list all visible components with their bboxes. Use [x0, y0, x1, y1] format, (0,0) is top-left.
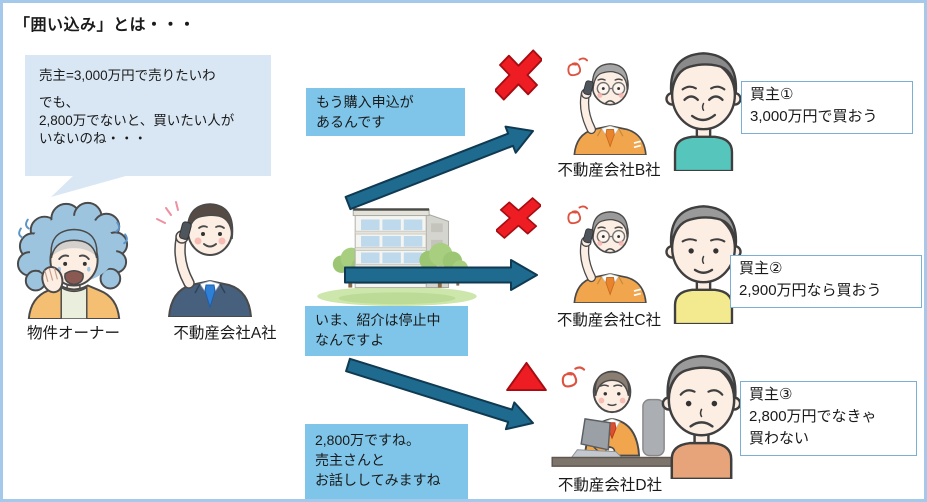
apartment-building-illustration	[317, 208, 477, 307]
callout-will-talk-to-seller: 2,800万ですね。 売主さんと お話ししてみますね	[305, 424, 468, 499]
property-owner-illustration	[16, 201, 129, 319]
agent-a-label: 不動産会社A社	[173, 325, 277, 342]
page-title: 「囲い込み」とは・・・	[14, 17, 196, 34]
reject-x-icon-c	[496, 197, 541, 239]
callout-line: いま、紹介は停止中	[315, 312, 441, 328]
confusion-squiggle-icon	[567, 205, 589, 225]
callout-line: なんですよ	[315, 332, 385, 348]
callout-line: 2,800万ですね。	[315, 432, 421, 448]
callout-line: お話ししてみますね	[315, 472, 441, 488]
agent-c-illustration	[567, 205, 647, 303]
buyer-2-note: 買主② 2,900万円なら買おう	[730, 255, 922, 308]
confusion-squiggle-icon	[567, 57, 589, 77]
buyer-note-line: 買主③	[749, 386, 793, 403]
buyer-note-line: 2,800万円でなきゃ	[749, 408, 877, 425]
callout-line: 売主さんと	[315, 452, 385, 468]
buyer-note-line: 買わない	[749, 430, 810, 447]
property-owner-label: 物件オーナー	[26, 325, 120, 342]
seller-speech-bubble: 売主=3,000万円で売りたいわ でも、 2,800万でないと、買いたい人が い…	[25, 55, 271, 176]
callout-introduction-stopped: いま、紹介は停止中 なんですよ	[305, 306, 468, 356]
seller-bubble-line: でも、	[39, 95, 80, 110]
speech-bubble-tail	[51, 174, 133, 197]
company-b-label: 不動産会社B社	[557, 162, 661, 179]
callout-line: もう購入申込が	[316, 94, 414, 110]
callout-purchase-offer: もう購入申込が あるんです	[306, 88, 465, 136]
seller-bubble-line: 2,800万でないと、買いたい人が	[39, 113, 235, 128]
buyer-note-line: 2,900万円なら買おう	[739, 282, 882, 299]
ring-ping-marks	[156, 201, 179, 224]
buyer-1-illustration	[665, 52, 742, 171]
buyer-note-line: 買主②	[739, 260, 783, 277]
company-d-label: 不動産会社D社	[557, 477, 663, 494]
agent-a-illustration	[156, 201, 253, 317]
buyer-note-line: 買主①	[750, 86, 794, 103]
buyer-1-note: 買主① 3,000万円で買おう	[741, 81, 913, 134]
buyer-note-line: 3,000万円で買おう	[750, 108, 878, 125]
callout-line: あるんです	[316, 114, 386, 130]
buyer-3-note: 買主③ 2,800万円でなきゃ 買わない	[740, 381, 917, 456]
agent-b-illustration	[567, 57, 647, 155]
buyer-3-illustration	[661, 354, 742, 479]
reject-x-icon-b	[495, 49, 542, 101]
buyer-2-illustration	[665, 205, 742, 324]
company-c-label: 不動産会社C社	[556, 312, 662, 329]
confusion-squiggle-icon	[561, 366, 586, 388]
seller-bubble-line: いないのね・・・	[39, 131, 147, 146]
pending-triangle-icon-d	[506, 361, 547, 392]
seller-bubble-line: 売主=3,000万円で売りたいわ	[39, 68, 216, 83]
